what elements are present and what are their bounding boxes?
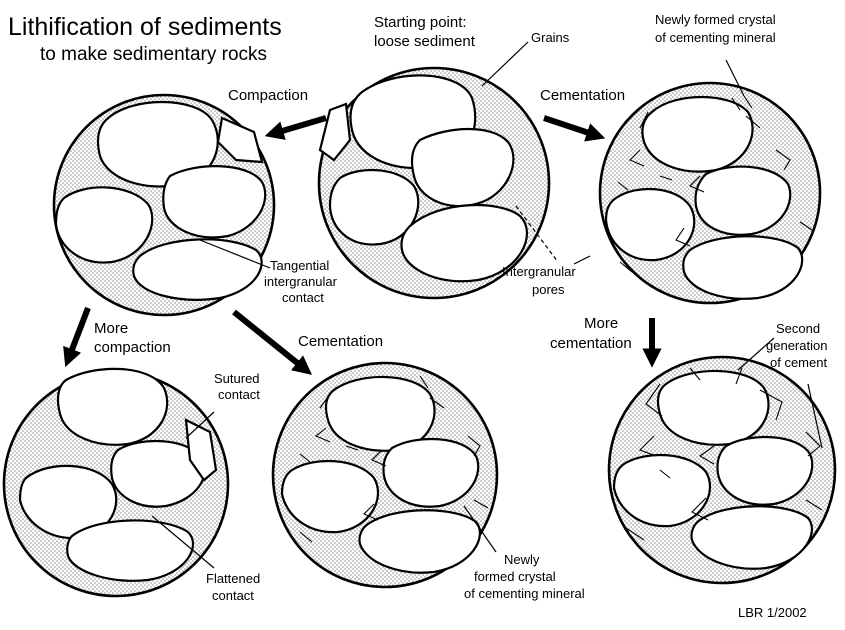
cementation-arrow-mid (234, 312, 306, 370)
label-more-cementation-2: cementation (550, 335, 632, 352)
label-tangential-1: Tangential (270, 258, 329, 273)
label-intergranular-1: Intergranular (502, 264, 576, 279)
label-sutured-1: Sutured (214, 371, 260, 386)
circle-more-compaction (4, 369, 228, 596)
label-second-generation-3: of cement (770, 355, 827, 370)
label-tangential-2: intergranular (264, 274, 338, 289)
label-flattened-1: Flattened (206, 571, 260, 586)
diagram-subtitle: to make sedimentary rocks (40, 44, 267, 65)
label-second-generation-2: generation (766, 338, 827, 353)
label-tangential-3: contact (282, 290, 324, 305)
label-newly-formed-top-1: Newly formed crystal (655, 12, 776, 27)
compaction-arrow (272, 118, 326, 134)
label-cementation-mid: Cementation (298, 333, 383, 350)
cementation-arrow-top (544, 118, 598, 136)
circle-cementation-bottom (273, 363, 497, 587)
credit-label: LBR 1/2002 (738, 605, 807, 620)
label-more-compaction-1: More (94, 320, 128, 337)
label-more-cementation-1: More (584, 315, 618, 332)
diagram-title: Lithification of sediments (8, 13, 282, 41)
label-intergranular-2: pores (532, 282, 565, 297)
label-flattened-2: contact (212, 588, 254, 603)
more-compaction-arrow (68, 308, 88, 360)
label-loose-sediment: loose sediment (374, 33, 476, 50)
label-compaction: Compaction (228, 87, 308, 104)
circle-more-cementation (609, 357, 835, 583)
label-newly-formed-bottom-2: formed crystal (474, 569, 556, 584)
label-grains: Grains (531, 30, 570, 45)
label-more-compaction-2: compaction (94, 339, 171, 356)
label-starting-point: Starting point: (374, 14, 467, 31)
label-newly-formed-top-2: of cementing mineral (655, 30, 776, 45)
label-second-generation-1: Second (776, 321, 820, 336)
circle-cementation (600, 83, 820, 303)
label-newly-formed-bottom-3: of cementing mineral (464, 586, 585, 601)
label-cementation-top: Cementation (540, 87, 625, 104)
circle-compaction (54, 95, 274, 315)
label-sutured-2: contact (218, 387, 260, 402)
label-newly-formed-bottom-1: Newly (504, 552, 540, 567)
